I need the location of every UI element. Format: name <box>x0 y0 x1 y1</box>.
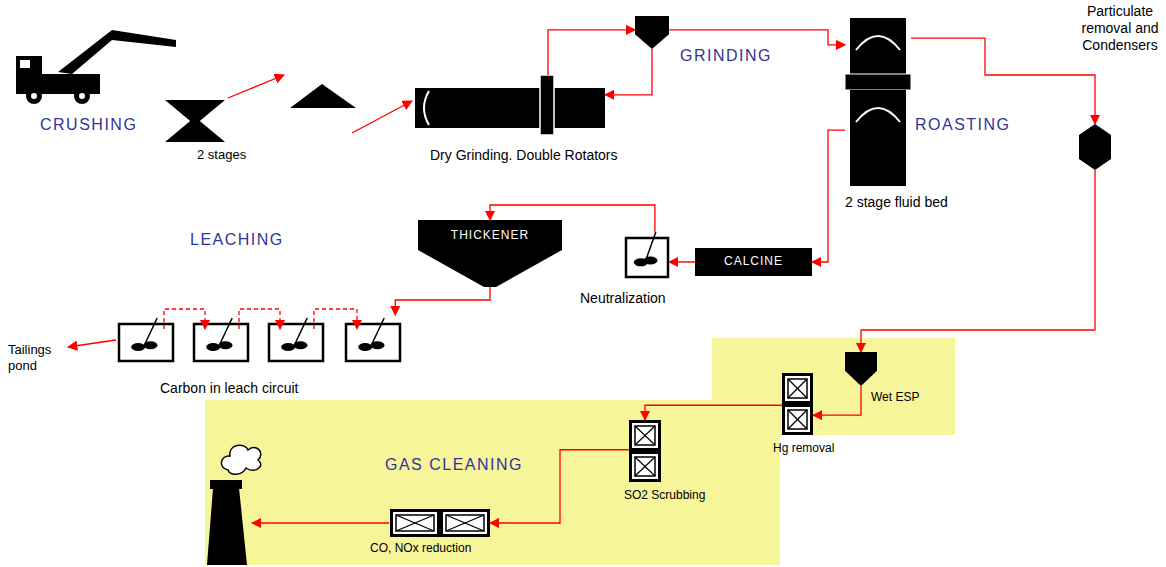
crusher-shape <box>165 100 225 142</box>
output-label: Tailings pond <box>8 342 64 373</box>
cyclone-shape <box>635 16 669 49</box>
cyclone: GRINDING <box>635 16 669 49</box>
equipment-label: Carbon in leach circuit <box>160 380 299 397</box>
equipment-label: Wet ESP <box>871 390 919 404</box>
flow-arrow <box>68 340 116 347</box>
hg-removal-unit-shape <box>782 373 813 435</box>
so2-scrubber: SO2 Scrubbing <box>629 420 661 482</box>
so2-scrubber-shape <box>629 420 661 482</box>
equipment-label: Hg removal <box>773 441 834 455</box>
section-heading: LEACHING <box>190 230 284 249</box>
hg-removal-unit: Hg removal <box>782 373 813 435</box>
section-heading: CRUSHING <box>40 115 137 134</box>
co-nox-reactor: CO, NOx reduction <box>390 509 490 537</box>
fluid-bed-roaster: ROASTING2 stage fluid bed <box>845 18 911 186</box>
ore-stockpile <box>290 84 356 108</box>
equipment-label: THICKENER <box>451 228 529 242</box>
flow-arrow <box>605 49 652 95</box>
equipment-label: 2 stages <box>197 147 246 163</box>
flow-arrow <box>911 38 1095 124</box>
wet-esp-shape <box>845 352 877 386</box>
fluid-bed-roaster-shape <box>845 18 911 186</box>
neutralization-tank-shape <box>625 232 669 278</box>
section-heading: GAS CLEANING <box>385 455 523 474</box>
grinding-mill-shape <box>415 75 605 135</box>
leach-circuit: LEACHINGCarbon in leach circuit <box>112 315 404 365</box>
flow-arrow <box>395 287 490 315</box>
thickener: THICKENER <box>418 220 562 287</box>
gas-cleaning-area: GAS CLEANINGWet ESPHg removalSO2 Scrubbi… <box>205 338 955 565</box>
flow-arrow <box>252 522 389 523</box>
calcine-box: CALCINE <box>695 248 812 276</box>
condenser-unit: Particulate removal and Condensers <box>1079 124 1111 170</box>
co-nox-reactor-shape <box>390 509 490 537</box>
stack-cap <box>210 480 242 489</box>
crusher: CRUSHING2 stages <box>165 100 225 142</box>
section-heading: ROASTING <box>915 115 1011 134</box>
flow-arrow <box>352 101 412 133</box>
flow-arrow <box>669 30 845 45</box>
equipment-label: CALCINE <box>724 254 783 268</box>
equipment-label: Particulate removal and Condensers <box>1075 3 1165 53</box>
equipment-label: Dry Grinding. Double Rotators <box>430 147 618 164</box>
equipment-label: CO, NOx reduction <box>370 541 471 555</box>
wet-esp: Wet ESP <box>845 352 877 386</box>
leach-circuit-shape <box>112 315 404 365</box>
haul-truck <box>16 30 176 104</box>
neutralization-tank: Neutralization <box>625 232 669 278</box>
flow-arrow <box>228 75 284 98</box>
equipment-label: 2 stage fluid bed <box>845 194 948 211</box>
condenser-unit-shape <box>1079 124 1111 170</box>
section-heading: GRINDING <box>680 46 772 65</box>
flow-arrow <box>812 130 845 262</box>
equipment-label: SO2 Scrubbing <box>624 488 705 502</box>
flow-arrow <box>548 30 635 75</box>
equipment-label: Neutralization <box>580 290 666 307</box>
flow-arrow <box>669 261 695 262</box>
grinding-mill: Dry Grinding. Double Rotators <box>415 75 605 135</box>
gas-cleaning-area-shape <box>205 338 955 565</box>
